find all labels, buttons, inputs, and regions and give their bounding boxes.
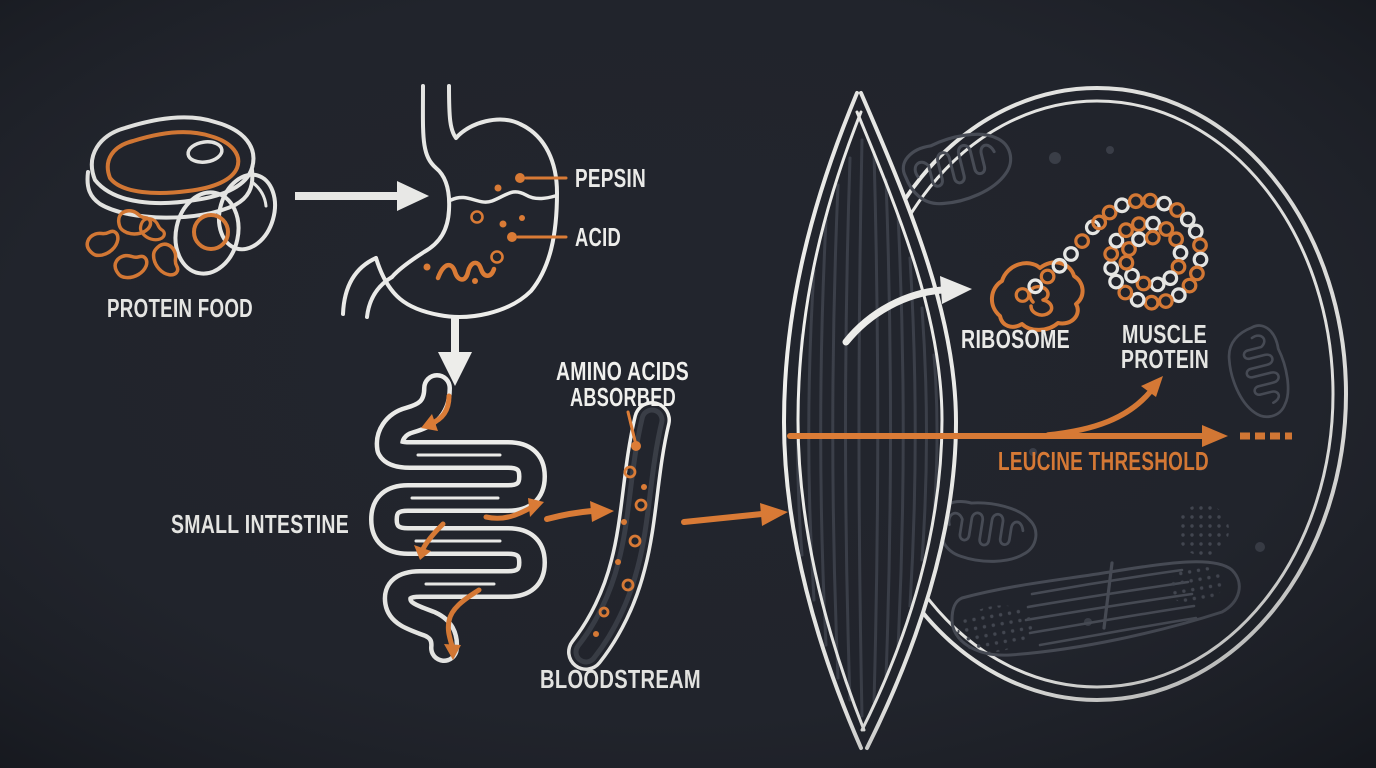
digestion-infographic: PROTEIN FOOD PEPSIN ACID: [0, 0, 1376, 768]
vignette-overlay: [0, 0, 1376, 768]
diagram-canvas: PROTEIN FOOD PEPSIN ACID: [0, 0, 1376, 768]
